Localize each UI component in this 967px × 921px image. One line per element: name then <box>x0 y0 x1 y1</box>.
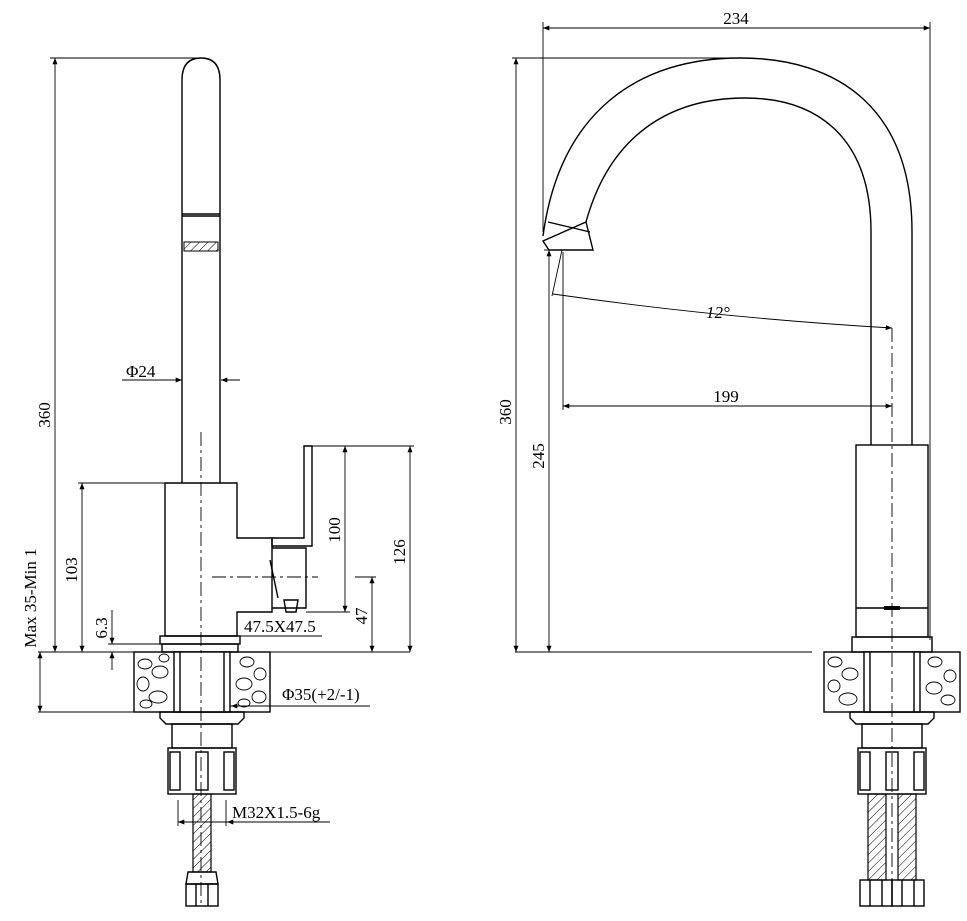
dim-height-total: 360 <box>35 402 54 428</box>
dim-height-total-front: 360 <box>496 399 515 425</box>
spout-tube <box>181 57 221 483</box>
dim-lever-base: 47 <box>352 607 371 625</box>
curved-spout <box>542 57 913 445</box>
dim-spout-diameter: Φ24 <box>126 362 156 381</box>
side-view: 360 103 6.3 Max 35-Min 1 Φ24 100 126 <box>21 57 414 907</box>
dim-spout-clearance: 245 <box>529 443 548 469</box>
dim-body-height: 103 <box>62 557 81 583</box>
front-view: 234 360 245 12° 199 <box>496 9 961 907</box>
mounting-nut <box>159 711 245 725</box>
dim-overall-lever: 126 <box>390 539 409 565</box>
lock-nut <box>167 747 237 795</box>
aerator <box>182 213 220 252</box>
supply-hose-left <box>867 793 887 881</box>
countertop <box>133 651 271 713</box>
dim-width-total: 234 <box>723 9 749 28</box>
faucet-body <box>164 482 273 637</box>
lever-handle <box>271 445 313 547</box>
dim-lever-height: 100 <box>325 517 344 543</box>
cartridge <box>272 547 307 609</box>
dim-body-section: 47.5X47.5 <box>244 617 316 636</box>
supply-hose-right <box>897 793 917 881</box>
supply-hose <box>192 793 212 873</box>
dim-hole-diameter: Φ35(+2/-1) <box>282 685 360 704</box>
dim-mount-thickness: Max 35-Min 1 <box>21 548 40 647</box>
dim-angle: 12° <box>706 303 730 322</box>
dim-base-ring: 6.3 <box>92 617 111 638</box>
dim-thread: M32X1.5-6g <box>232 803 321 822</box>
dim-reach: 199 <box>713 387 739 406</box>
base-ring <box>159 635 241 645</box>
